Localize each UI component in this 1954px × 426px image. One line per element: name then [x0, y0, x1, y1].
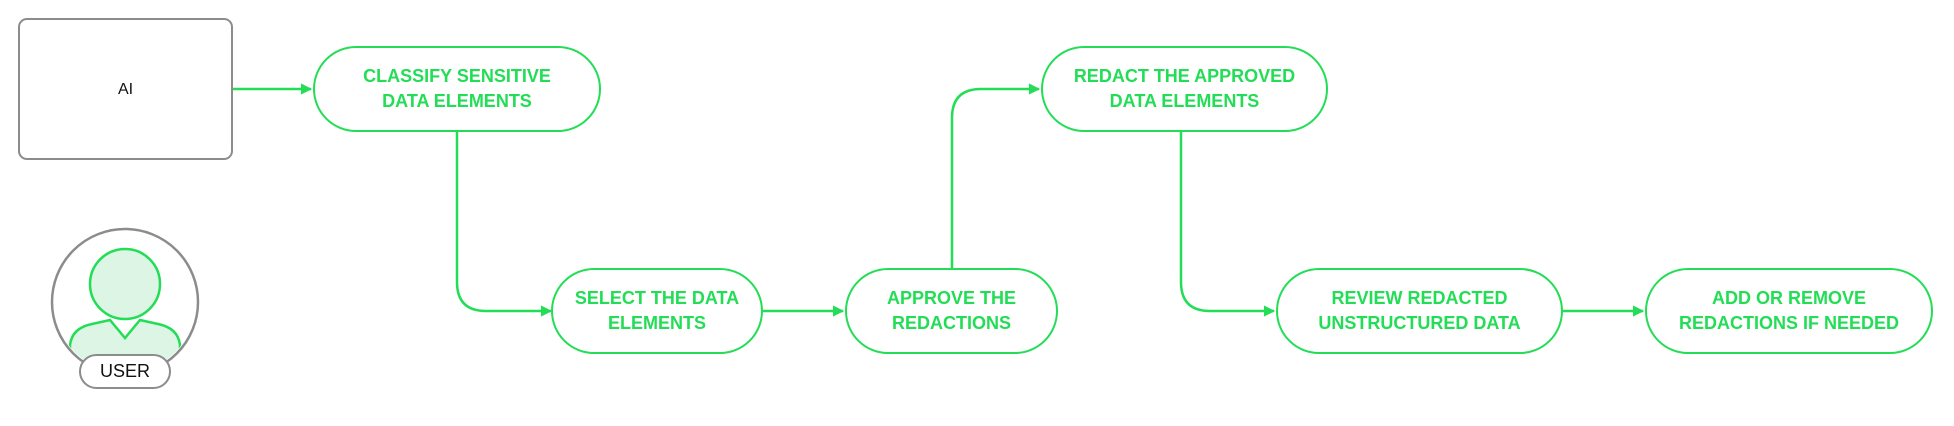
connector-approve-to-redact [950, 83, 1041, 268]
ai-box: AI [18, 18, 233, 160]
step-approve-redactions: APPROVE THE REDACTIONS [845, 268, 1058, 354]
connector-redact-to-review [1179, 131, 1276, 317]
step-classify-label: CLASSIFY SENSITIVE DATA ELEMENTS [363, 66, 551, 111]
step-redact-label: REDACT THE APPROVED DATA ELEMENTS [1073, 66, 1296, 111]
step-add-remove-redactions: ADD OR REMOVE REDACTIONS IF NEEDED [1645, 268, 1933, 354]
step-add-remove-label: ADD OR REMOVE REDACTIONS IF NEEDED [1678, 288, 1900, 333]
user-avatar-icon [50, 227, 200, 377]
step-select-data-elements: SELECT THE DATA ELEMENTS [551, 268, 763, 354]
step-select-label: SELECT THE DATA ELEMENTS [574, 288, 740, 333]
step-review-label: REVIEW REDACTED UNSTRUCTURED DATA [1318, 288, 1521, 333]
connector-classify-to-select [455, 131, 553, 317]
user-label-badge: USER [79, 354, 171, 389]
ai-label: AI [117, 80, 134, 98]
step-review-redacted-data: REVIEW REDACTED UNSTRUCTURED DATA [1276, 268, 1563, 354]
step-approve-label: APPROVE THE REDACTIONS [886, 288, 1017, 333]
user-label: USER [99, 361, 150, 381]
step-redact-approved-data: REDACT THE APPROVED DATA ELEMENTS [1041, 46, 1328, 132]
step-classify-sensitive-data: CLASSIFY SENSITIVE DATA ELEMENTS [313, 46, 601, 132]
